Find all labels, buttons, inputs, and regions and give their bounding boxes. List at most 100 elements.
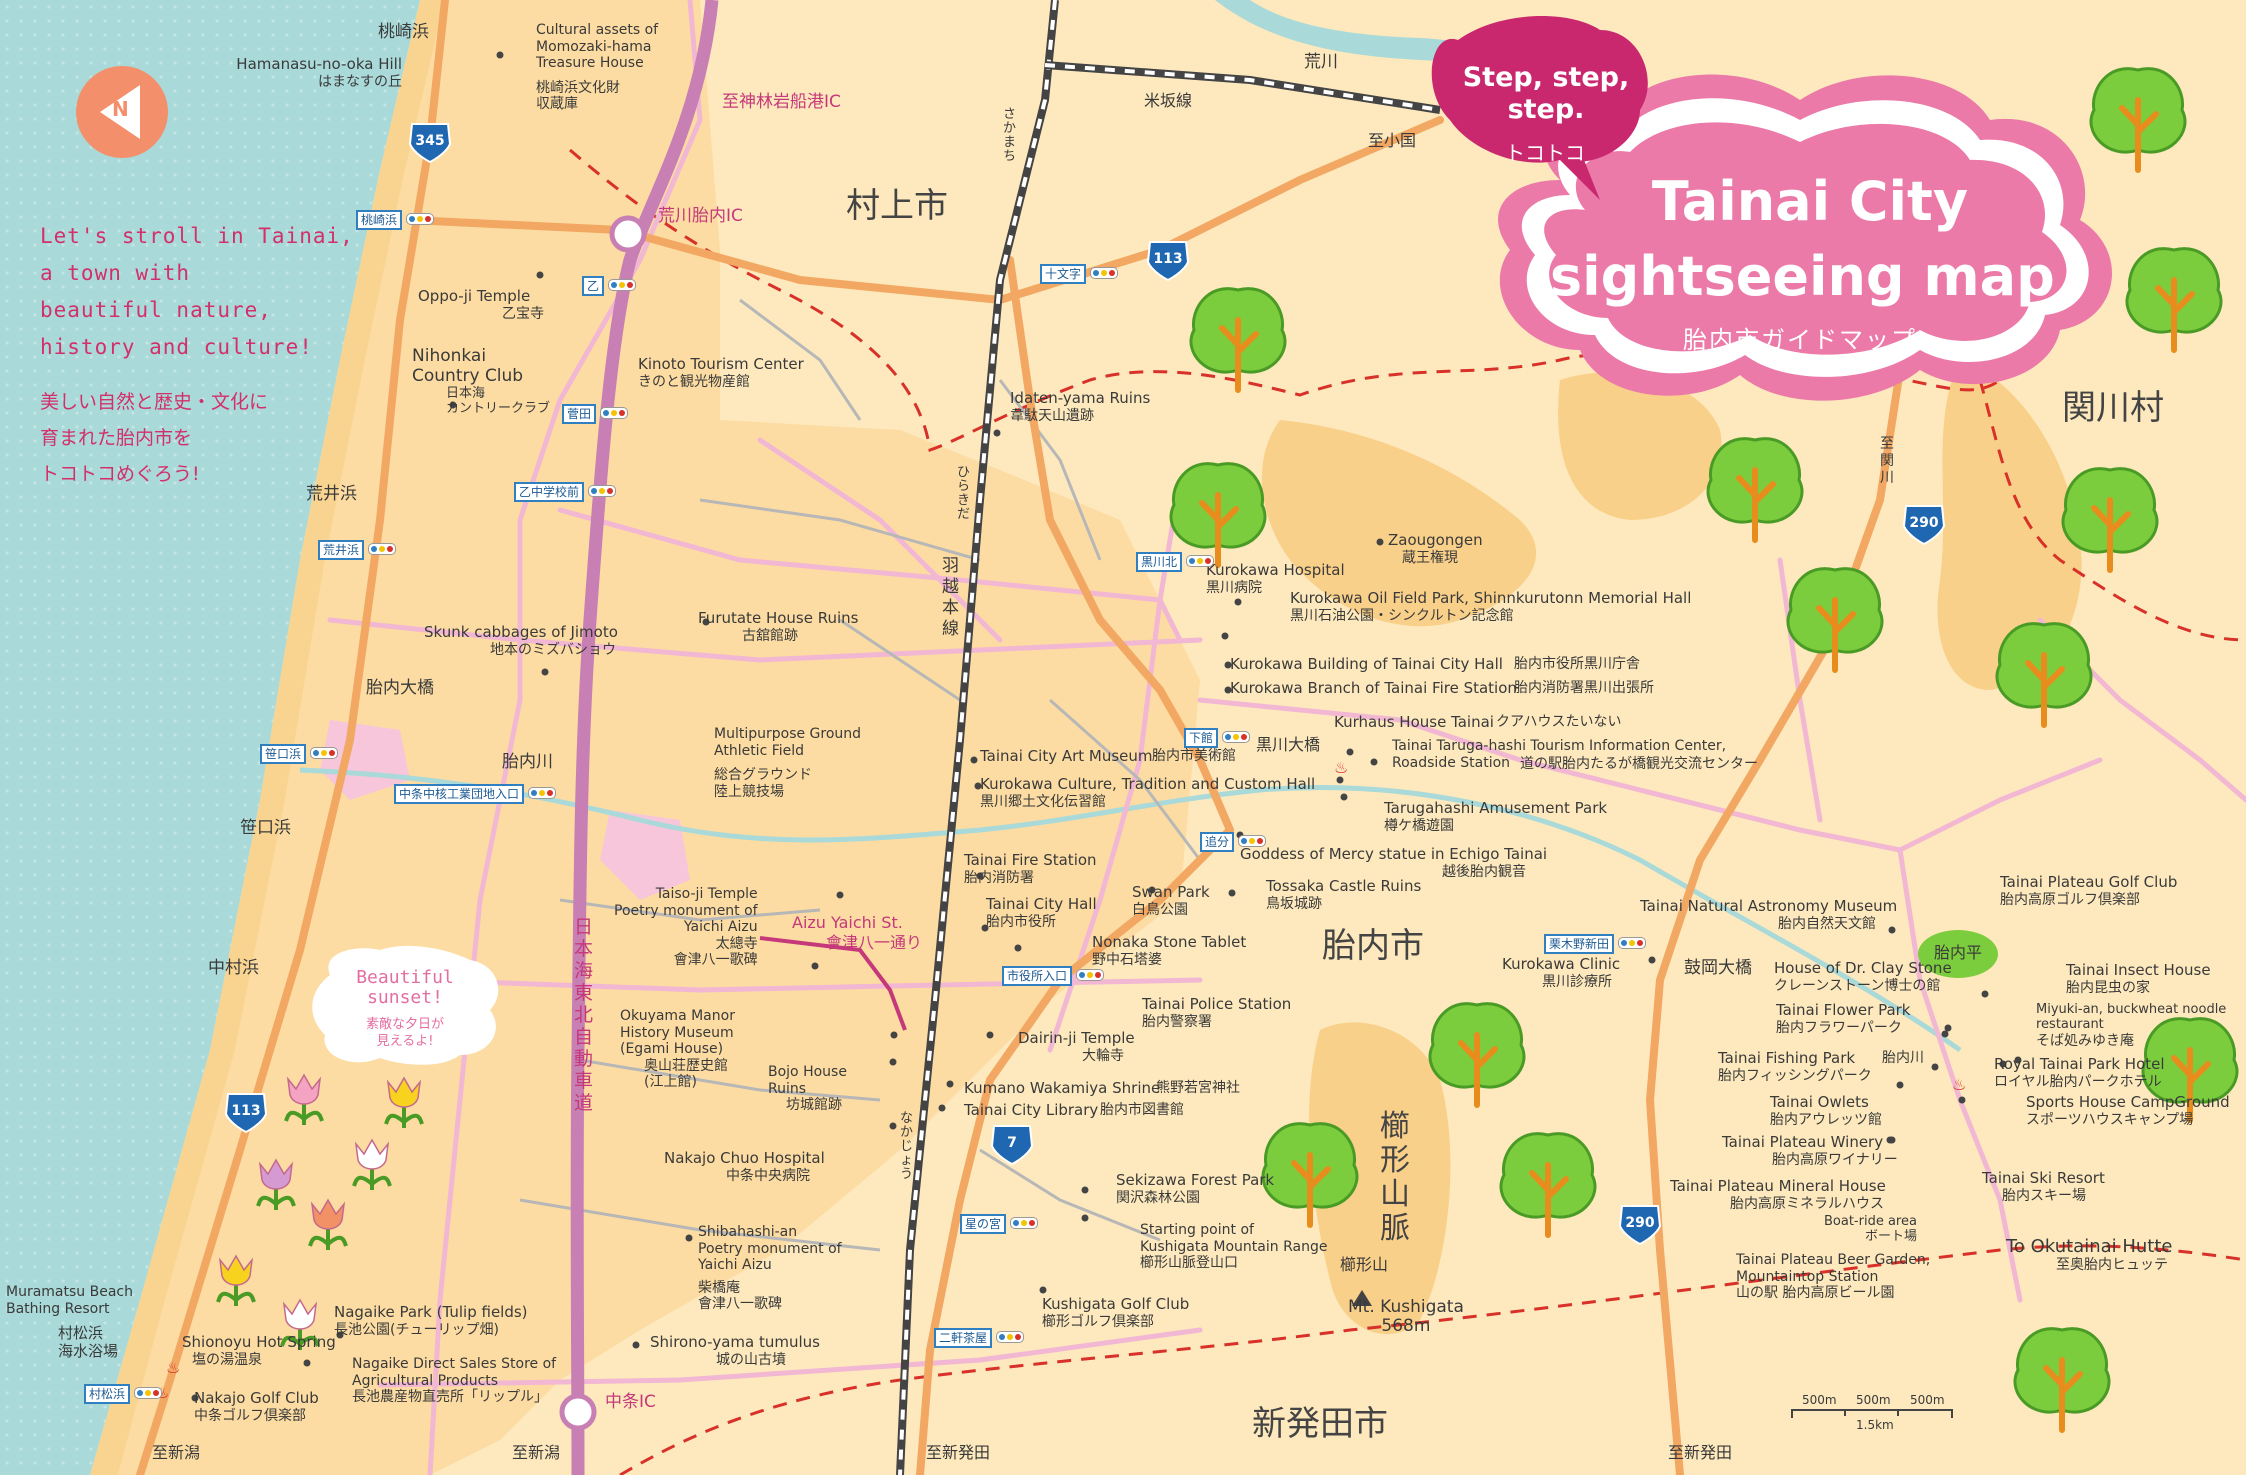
route-shield: 290	[1618, 1205, 1662, 1246]
expressway-name: 日本海東北自動車道	[574, 916, 594, 1114]
route-shield-number: 7	[1007, 1135, 1017, 1151]
traffic-signal-icon	[1618, 937, 1647, 949]
signal-industrial: 中条中核工業団地入口	[394, 784, 525, 804]
tree-icon	[1261, 1122, 1359, 1228]
geo-to-sekikawa: 至関川	[1880, 436, 1894, 486]
trees	[1169, 67, 2239, 1433]
signal-kinoto-jhs: 乙中学校前	[514, 482, 585, 502]
region-murakami: 村上市	[846, 186, 948, 226]
rail-uetsu-line: 羽越本線	[942, 556, 959, 639]
tree-icon	[1499, 1132, 1597, 1238]
beach	[90, 0, 445, 1475]
place-momozaki-treasure: Cultural assets of Momozaki-hama Treasur…	[536, 22, 659, 113]
route-shield-number: 113	[231, 1103, 260, 1119]
place-art-museum: Tainai City Art Museum	[980, 747, 1153, 765]
sunset-note-jp: 素敵な夕日が 見えるよ!	[365, 1017, 444, 1049]
signal-momozakihama: 桃崎浜	[356, 210, 403, 230]
place-beer-garden: Tainai Plateau Beer Garden, Mountaintop …	[1736, 1252, 1931, 1302]
place-taruga-hashi: Tainai Taruga-hashi Tourism Information …	[1392, 738, 1727, 771]
aizu-yaichi-st-jp: 會津八一通り	[826, 933, 923, 952]
traffic-signal-icon	[368, 543, 397, 555]
signal-hoshinomiya: 星の宮	[960, 1214, 1007, 1234]
title-bubble-en: Step, step, step.	[1462, 62, 1630, 125]
tree-icon	[2125, 247, 2223, 353]
route-shield: 290	[1902, 505, 1946, 546]
tree-icon	[1995, 622, 2093, 728]
geo-arakawa-tainai-ic: 荒川胎内IC	[658, 206, 743, 226]
place-oil-field-park: Kurokawa Oil Field Park, Shinnkurutonn M…	[1290, 589, 1692, 624]
region-shibata: 新発田市	[1252, 1404, 1388, 1444]
compass-rose	[76, 66, 168, 158]
tainai-daira-area	[1918, 930, 1998, 978]
place-mt-kushigata: Mt. Kushigata 568m	[1348, 1297, 1464, 1336]
route-shield: 113	[224, 1093, 268, 1134]
place-goddess-mercy: Goddess of Mercy statue in Echigo Tainai…	[1240, 845, 1548, 880]
tree-icon	[1706, 437, 1804, 543]
map-title-line1: Tainai City	[1651, 170, 1969, 233]
signal-araihama: 荒井浜	[318, 540, 365, 560]
scale-seg-1: 500m	[1802, 1393, 1837, 1407]
station-hirakida: ひらきだ	[957, 465, 971, 522]
route-shield-number: 345	[415, 133, 444, 149]
tree-icon	[1189, 287, 1287, 393]
traffic-signal-icon	[406, 213, 435, 225]
geo-to-kamibayashi-ic: 至神林岩船港IC	[722, 92, 841, 112]
route-shield-number: 290	[1909, 515, 1938, 531]
geo-arakawa: 荒川	[1304, 52, 1338, 72]
traffic-signal-icon	[608, 279, 637, 291]
place-kumano-shrine: Kumano Wakamiya Shrine	[964, 1079, 1161, 1097]
urban-area	[118, 0, 1200, 1475]
signal-kurokawa-kita: 黒川北	[1136, 552, 1183, 572]
traffic-signal-icon	[1222, 731, 1251, 743]
geo-tainai-river-e: 胎内川	[1882, 1050, 1924, 1066]
scale-seg-2: 500m	[1856, 1393, 1891, 1407]
title-cloud	[1431, 16, 2113, 401]
place-kurhaus: Kurhaus House Tainai	[1334, 713, 1494, 731]
geo-nakamurahama: 中村浜	[208, 958, 259, 978]
tree-icon	[2089, 67, 2187, 173]
svg-text:♨: ♨	[1334, 758, 1348, 777]
geo-sasaguchihama: 笹口浜	[240, 818, 291, 838]
signal-city-hall: 市役所入口	[1002, 966, 1073, 986]
station-sakamachi: さかまち	[1003, 107, 1017, 164]
traffic-signal-icon	[310, 747, 339, 759]
geo-tainai-river-w: 胎内川	[502, 752, 553, 772]
place-kurokawa-fire-jp: 胎内消防署黒川出張所	[1514, 680, 1654, 696]
region-tainai: 胎内市	[1322, 926, 1424, 966]
place-kurokawa-building: Kurokawa Building of Tainai City Hall	[1230, 655, 1503, 673]
tree-icon	[1428, 1002, 1526, 1108]
traffic-signal-icon	[600, 407, 629, 419]
signal-muramatsuhama: 村松浜	[84, 1384, 131, 1404]
mountain-area-3	[1558, 372, 1722, 520]
geo-to-oguni: 至小国	[1368, 131, 1417, 150]
traffic-signal-icon	[1010, 1217, 1039, 1229]
boundary-shibata	[619, 1244, 2246, 1475]
place-taruga-hashi-jp: 道の駅胎内たるが橋観光交流センター	[1520, 756, 1758, 772]
aizu-yaichi-street	[759, 936, 907, 1031]
sunset-bubble	[312, 945, 499, 1065]
scale-bar	[1791, 1409, 1953, 1418]
tree-icon	[2013, 1327, 2111, 1433]
geo-tainai-daira: 胎内平	[1934, 943, 1983, 962]
tulip-icon	[216, 1254, 256, 1306]
map-title-line2: sightseeing map	[1550, 245, 2055, 308]
signal-nikenchaya: 二軒茶屋	[934, 1328, 993, 1348]
